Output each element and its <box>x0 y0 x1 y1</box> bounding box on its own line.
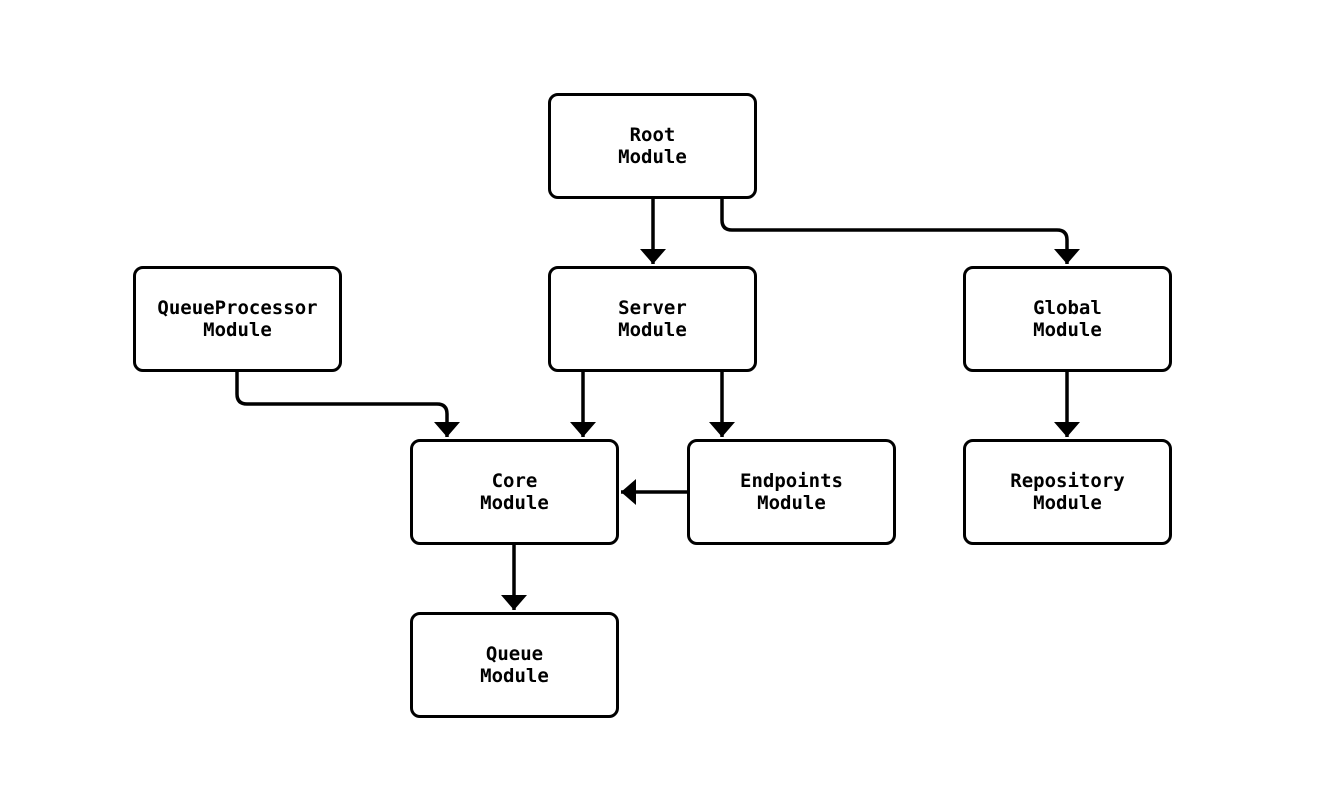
edge-root-to-global <box>720 197 1080 264</box>
node-server-module: Server Module <box>548 266 757 372</box>
node-root-module-label: Root Module <box>618 124 687 168</box>
node-endpoints-module-label: Endpoints Module <box>740 470 843 514</box>
node-queueprocessor-module: QueueProcessor Module <box>133 266 342 372</box>
node-endpoints-module: Endpoints Module <box>687 439 896 545</box>
node-queue-module-label: Queue Module <box>480 643 549 687</box>
node-core-module-label: Core Module <box>480 470 549 514</box>
node-root-module: Root Module <box>548 93 757 199</box>
node-server-module-label: Server Module <box>618 297 687 341</box>
node-core-module: Core Module <box>410 439 619 545</box>
node-repository-module: Repository Module <box>963 439 1172 545</box>
edge-queueprocessor-to-core <box>235 370 460 437</box>
node-queue-module: Queue Module <box>410 612 619 718</box>
node-global-module: Global Module <box>963 266 1172 372</box>
node-repository-module-label: Repository Module <box>1010 470 1125 514</box>
node-queueprocessor-module-label: QueueProcessor Module <box>157 297 318 341</box>
node-global-module-label: Global Module <box>1033 297 1102 341</box>
